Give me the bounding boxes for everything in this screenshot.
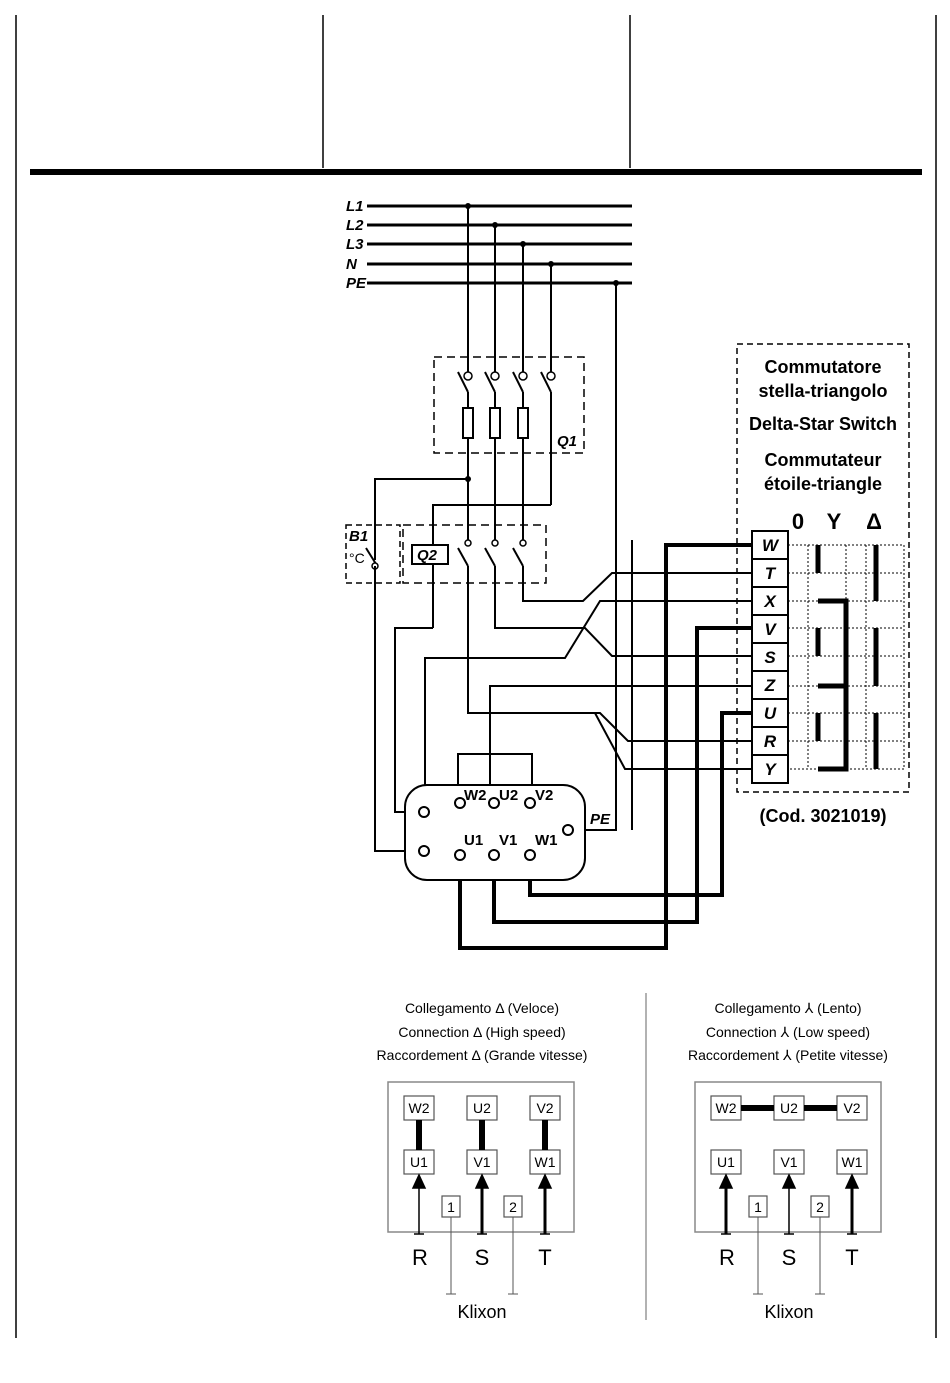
power-wiring: [374, 540, 752, 852]
star-caption-en: Connection ⅄ (Low speed): [706, 1024, 870, 1040]
supply-label-l3: L3: [346, 236, 364, 253]
motor-terminal-u1: U1: [464, 832, 483, 849]
header-frame: [15, 15, 937, 1338]
star-klixon-2: 2: [816, 1199, 824, 1215]
q1-breaker: Q1: [433, 356, 585, 540]
bus-drops: [467, 206, 617, 540]
star-phase-r: R: [719, 1245, 735, 1270]
star-connection: Collegamento ⅄ (Lento) Connection ⅄ (Low…: [688, 1000, 888, 1322]
switch-terminal-s: S: [764, 648, 776, 667]
delta-caption-it: Collegamento Δ (Veloce): [405, 1000, 559, 1016]
switch-title-fr-2: étoile-triangle: [764, 474, 882, 494]
switch-terminal-z: Z: [764, 676, 776, 695]
q1-label: Q1: [557, 433, 577, 450]
switch-terminal-w: W: [762, 536, 780, 555]
delta-klixon-1: 1: [447, 1199, 455, 1215]
supply-label-n: N: [346, 256, 358, 273]
delta-box-v2: V2: [536, 1100, 553, 1116]
q2-label: Q2: [417, 547, 438, 564]
delta-phase-s: S: [475, 1245, 490, 1270]
star-box-v1: V1: [780, 1154, 797, 1170]
switch-position-star: Y: [827, 509, 842, 534]
delta-klixon-label: Klixon: [457, 1302, 506, 1322]
supply-bus: [367, 204, 632, 285]
b1-temp-symbol: °C: [349, 550, 365, 566]
delta-box-w1: W1: [535, 1154, 556, 1170]
delta-phase-t: T: [538, 1245, 551, 1270]
motor-terminal-v2: V2: [535, 787, 553, 804]
delta-caption-en: Connection Δ (High speed): [398, 1024, 565, 1040]
motor-terminal-box: W2 U2 V2 U1 V1 W1 PE: [404, 784, 611, 881]
delta-star-switch: Commutatore stella-triangolo Delta-Star …: [736, 343, 910, 826]
star-klixon-label: Klixon: [764, 1302, 813, 1322]
star-box-w2: W2: [716, 1100, 737, 1116]
switch-terminal-y: Y: [764, 760, 777, 779]
supply-line-labels: L1 L2 L3 N PE: [346, 198, 367, 292]
switch-position-0: 0: [792, 509, 804, 534]
delta-caption-fr: Raccordement Δ (Grande vitesse): [377, 1047, 588, 1063]
delta-box-u2: U2: [473, 1100, 491, 1116]
q2-contactor: Q2: [402, 524, 547, 628]
star-caption-it: Collegamento ⅄ (Lento): [714, 1000, 861, 1016]
motor-terminal-v1: V1: [499, 832, 517, 849]
switch-output-wires: [458, 543, 752, 950]
star-box-v2: V2: [843, 1100, 860, 1116]
delta-klixon-2: 2: [509, 1199, 517, 1215]
switch-code: (Cod. 3021019): [759, 806, 886, 826]
delta-phase-r: R: [412, 1245, 428, 1270]
switch-terminal-v: V: [764, 620, 777, 639]
b1-label: B1: [349, 528, 368, 545]
star-phase-t: T: [845, 1245, 858, 1270]
switch-position-delta: Δ: [866, 509, 882, 534]
star-klixon-1: 1: [754, 1199, 762, 1215]
star-contacts: [815, 545, 849, 772]
supply-label-l2: L2: [346, 217, 364, 234]
star-box-u1: U1: [717, 1154, 735, 1170]
delta-box-w2: W2: [409, 1100, 430, 1116]
switch-title-it-2: stella-triangolo: [758, 381, 887, 401]
delta-box-u1: U1: [410, 1154, 428, 1170]
star-phase-s: S: [782, 1245, 797, 1270]
star-caption-fr: Raccordement ⅄ (Petite vitesse): [688, 1047, 888, 1063]
switch-terminal-x: X: [763, 592, 777, 611]
supply-label-pe: PE: [346, 275, 367, 292]
control-wiring: [374, 478, 551, 560]
motor-terminal-w2: W2: [464, 787, 487, 804]
star-box-u2: U2: [780, 1100, 798, 1116]
motor-terminal-w1: W1: [535, 832, 558, 849]
switch-title-en: Delta-Star Switch: [749, 414, 897, 434]
motor-pe-label: PE: [590, 811, 611, 828]
motor-terminal-u2: U2: [499, 787, 518, 804]
switch-terminal-t: T: [765, 564, 777, 583]
switch-title-it-1: Commutatore: [764, 357, 881, 377]
supply-label-l1: L1: [346, 198, 364, 215]
star-box-w1: W1: [842, 1154, 863, 1170]
delta-box-v1: V1: [473, 1154, 490, 1170]
b1-thermostat: B1 °C: [345, 524, 401, 584]
switch-terminal-r: R: [764, 732, 777, 751]
switch-terminal-u: U: [764, 704, 777, 723]
delta-connection: Collegamento Δ (Veloce) Connection Δ (Hi…: [377, 1000, 588, 1322]
switch-title-fr-1: Commutateur: [764, 450, 881, 470]
